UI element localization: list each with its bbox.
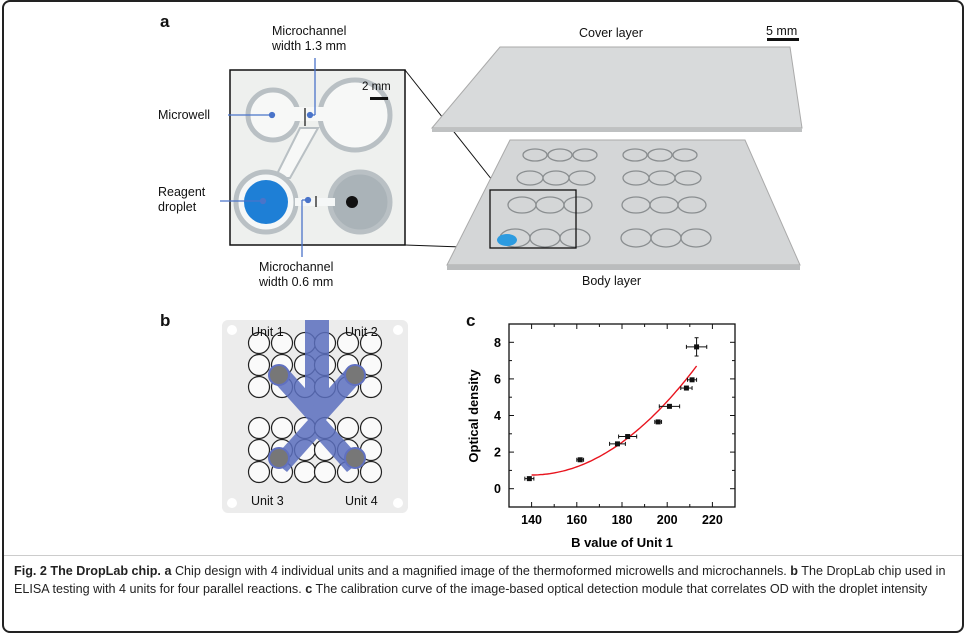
data-point [683,385,689,391]
x-tick-label: 220 [702,513,723,527]
label-line: Microchannel [272,24,347,38]
microwell [247,375,271,399]
data-point [655,419,661,425]
microwell [313,460,337,484]
reagent-droplet [497,234,517,246]
panel-c-label: c [466,311,476,330]
microchannel-top-label: Microchannel width 1.3 mm [272,24,346,54]
data-point [666,403,672,409]
x-tick-label: 160 [566,513,587,527]
microwell [359,416,383,440]
body-layer-label: Body layer [582,274,642,288]
photo-scale-label: 2 mm [362,81,391,93]
microwell [336,331,360,355]
microwell [247,438,271,462]
caption-figure-title: Fig. 2 The DropLab chip. [14,564,161,578]
detection-spots [268,364,366,469]
cover-layer-edge [432,128,802,132]
body-layer-plate [446,139,801,266]
label-line: droplet [158,200,197,214]
unit-2-label: Unit 2 [345,325,378,339]
caption-c-label: c [305,581,313,596]
magnified-region-box [489,189,577,249]
y-tick-label: 8 [494,336,501,350]
microwell-photo [229,69,406,246]
annotation-pointers [220,58,316,257]
caption-divider [4,555,962,556]
scale-bar [767,38,799,41]
data-point [625,434,631,440]
microwell [270,331,294,355]
microwell [247,416,271,440]
caption-b-label: b [790,564,798,578]
data-point [526,476,532,482]
microwell [247,353,271,377]
chip-scale-label: 5 mm [766,24,798,38]
caption-a-text: Chip design with 4 individual units and … [174,564,787,578]
y-tick-label: 2 [494,446,501,460]
microwell [359,460,383,484]
label-line: Microchannel [259,260,334,274]
data-point [577,457,583,463]
microchannel-bottom-label: Microchannel width 0.6 mm [259,260,333,290]
body-layer-wells [499,148,712,248]
plot-frame [508,323,736,508]
y-axis-label: Optical density [466,369,481,463]
panel-a-illustration [220,38,803,270]
y-tick-label: 0 [494,482,501,496]
panel-a-label: a [160,12,170,31]
droplab-chip-image [222,320,408,513]
mount-holes [227,325,403,508]
microwell [359,375,383,399]
y-tick-label: 6 [494,372,501,386]
microwell [293,460,317,484]
data-point [689,377,695,383]
panel-b-label: b [160,311,171,330]
label-line: Reagent [158,185,206,199]
x-tick-label: 140 [521,513,542,527]
microwell-label: Microwell [158,108,211,122]
unit-4-label: Unit 4 [345,494,378,508]
caption-c-text: The calibration curve of the image-based… [315,581,928,596]
label-line: width 1.3 mm [272,39,347,53]
figure-caption: Fig. 2 The DropLab chip. a Chip design w… [14,563,954,598]
reagent-droplet-label: Reagent droplet [158,185,205,215]
microwell [336,416,360,440]
calibration-chart: 140 160 180 200 220 0 2 4 6 8 B value of Unit 1 O… [466,323,736,550]
x-tick-label: 180 [612,513,633,527]
cover-layer-label: Cover layer [579,26,643,40]
data-point [614,441,620,447]
microwell [359,353,383,377]
body-layer-edge [447,265,800,270]
unit-3-label: Unit 3 [251,494,284,508]
microwell [359,331,383,355]
label-line: width 0.6 mm [259,275,334,289]
x-tick-label: 200 [657,513,678,527]
x-axis-label: B value of Unit 1 [571,535,673,550]
data-point [694,344,700,350]
microwell [247,460,271,484]
cover-layer-plate [430,46,803,129]
microwell [247,331,271,355]
microwell [270,416,294,440]
unit-1-label: Unit 1 [251,325,284,339]
caption-a-label: a [164,564,172,578]
fit-curve [531,365,698,476]
caption-b-text: The DropLab chip used in ELISA testing w… [14,564,946,596]
y-tick-label: 4 [494,409,501,423]
